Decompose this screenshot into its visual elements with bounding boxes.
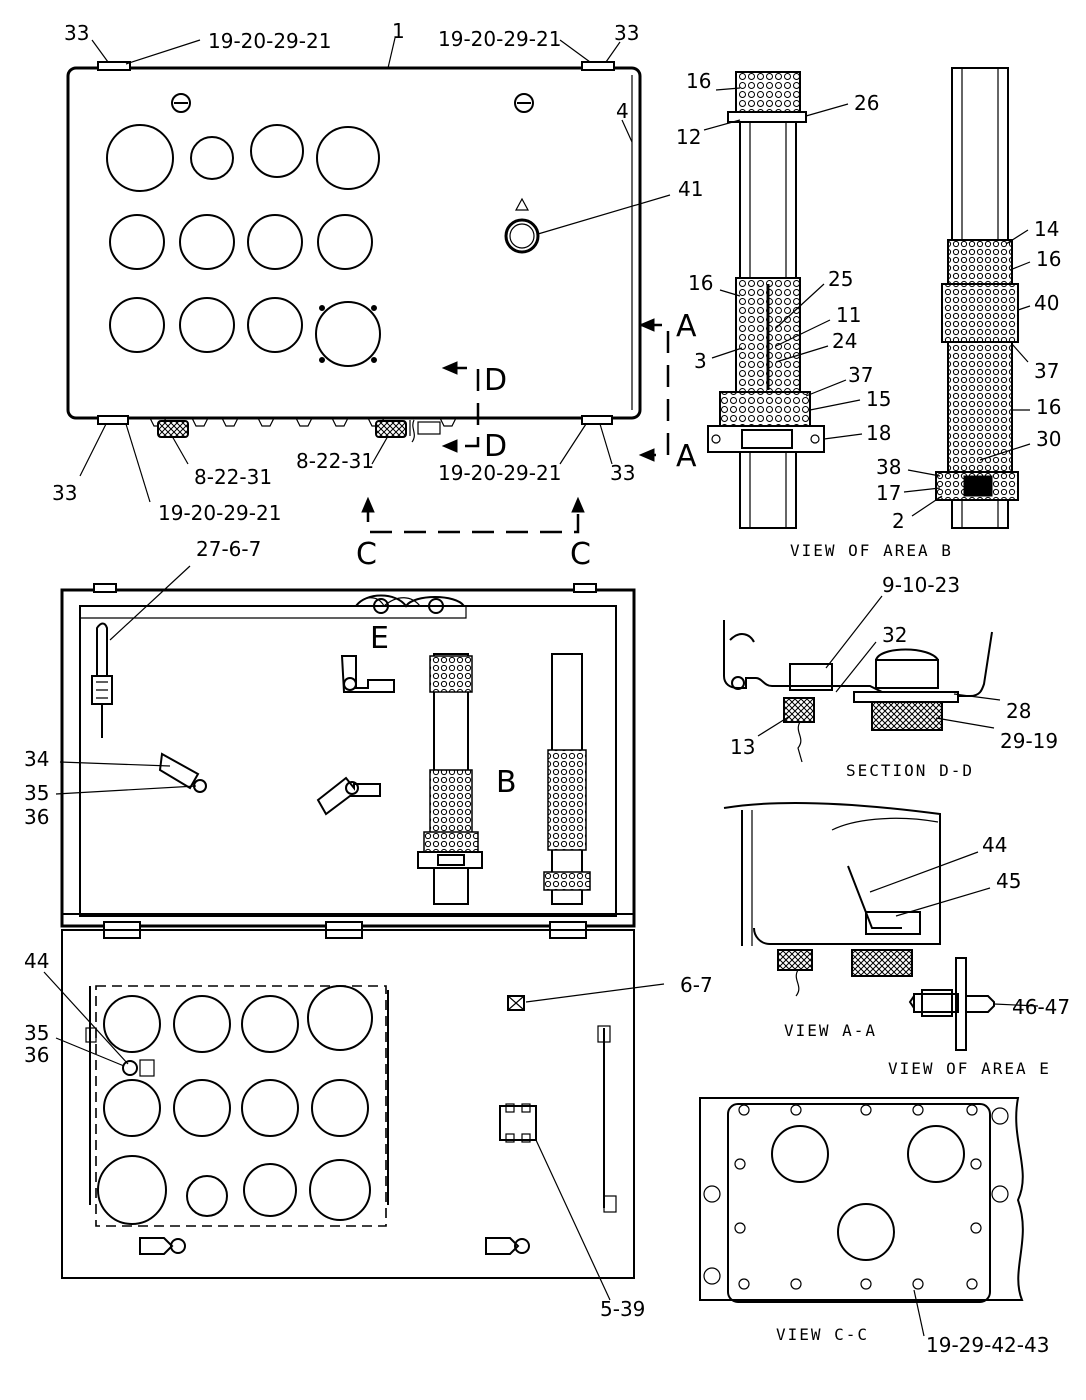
callout-33: 33 [610,461,635,485]
callout-35: 35 [24,1021,49,1045]
callout-11: 11 [836,303,861,327]
callout-2: 2 [892,509,905,533]
callout-45: 45 [996,869,1021,893]
callout-33: 33 [52,481,77,505]
callout-37: 37 [1034,359,1059,383]
callout-12: 12 [676,125,701,149]
callout-6-7: 6-7 [680,973,713,997]
caption-view-area-e: VIEW OF AREA E [888,1059,1051,1078]
leader-lines [43,37,1039,1337]
caption-section-dd: SECTION D-D [846,761,974,780]
area-e-label: E [370,621,389,656]
callout-19-20-29-21: 19-20-29-21 [438,27,561,51]
callout-5-39: 5-39 [600,1297,645,1321]
callout-17: 17 [876,481,901,505]
callout-37: 37 [848,363,873,387]
callout-19-20-29-21: 19-20-29-21 [438,461,561,485]
callout-16: 16 [1036,395,1061,419]
caption-view-aa: VIEW A-A [784,1021,877,1040]
section-c-left: C [356,537,377,572]
callout-26: 26 [854,91,879,115]
callout-9-10-23: 9-10-23 [882,573,960,597]
section-dd-view [723,620,993,763]
view-aa [723,801,941,997]
callout-44: 44 [982,833,1007,857]
callout-24: 24 [832,329,857,353]
callout-29-19: 29-19 [1000,729,1058,753]
callout-19-29-42-43: 19-29-42-43 [926,1333,1049,1357]
view-area-b [707,67,1019,529]
callout-35: 35 [24,781,49,805]
callout-8-22-31: 8-22-31 [296,449,374,473]
section-d-bottom: D [484,429,507,464]
callout-3: 3 [694,349,707,373]
callout-25: 25 [828,267,853,291]
callout-1: 1 [392,19,405,43]
callout-40: 40 [1034,291,1059,315]
callout-34: 34 [24,747,49,771]
callout-16: 16 [1036,247,1061,271]
view-cc [699,1097,1024,1303]
callout-16: 16 [688,271,713,295]
caption-view-cc: VIEW C-C [776,1325,869,1344]
enclosure-open-view [60,583,636,939]
callout-36: 36 [24,805,49,829]
callout-18: 18 [866,421,891,445]
callout-36: 36 [24,1043,49,1067]
section-indicators [361,318,670,534]
callout-4: 4 [616,99,629,123]
section-d-top: D [484,363,507,398]
callout-33: 33 [614,21,639,45]
callout-15: 15 [866,387,891,411]
view-area-e [908,957,995,1051]
caption-view-area-b: VIEW OF AREA B [790,541,953,560]
callout-8-22-31: 8-22-31 [194,465,272,489]
callout-30: 30 [1036,427,1061,451]
callout-44: 44 [24,949,49,973]
callout-16: 16 [686,69,711,93]
callout-46-47: 46-47 [1012,995,1070,1019]
door-inner-view [61,929,635,1279]
callout-19-20-29-21: 19-20-29-21 [158,501,281,525]
callout-32: 32 [882,623,907,647]
area-b-label: B [496,765,517,800]
section-c-right: C [570,537,591,572]
callout-41: 41 [678,177,703,201]
callout-33: 33 [64,21,89,45]
callout-14: 14 [1034,217,1059,241]
section-a-bottom: A [676,439,697,474]
section-a-top: A [676,309,697,344]
enclosure-front-view [66,61,642,443]
callout-28: 28 [1006,699,1031,723]
callout-38: 38 [876,455,901,479]
callout-13: 13 [730,735,755,759]
callout-labels: 33 19-20-29-21 1 19-20-29-21 33 4 41 33 … [24,19,1070,1357]
callout-27-6-7: 27-6-7 [196,537,261,561]
callout-19-20-29-21: 19-20-29-21 [208,29,331,53]
